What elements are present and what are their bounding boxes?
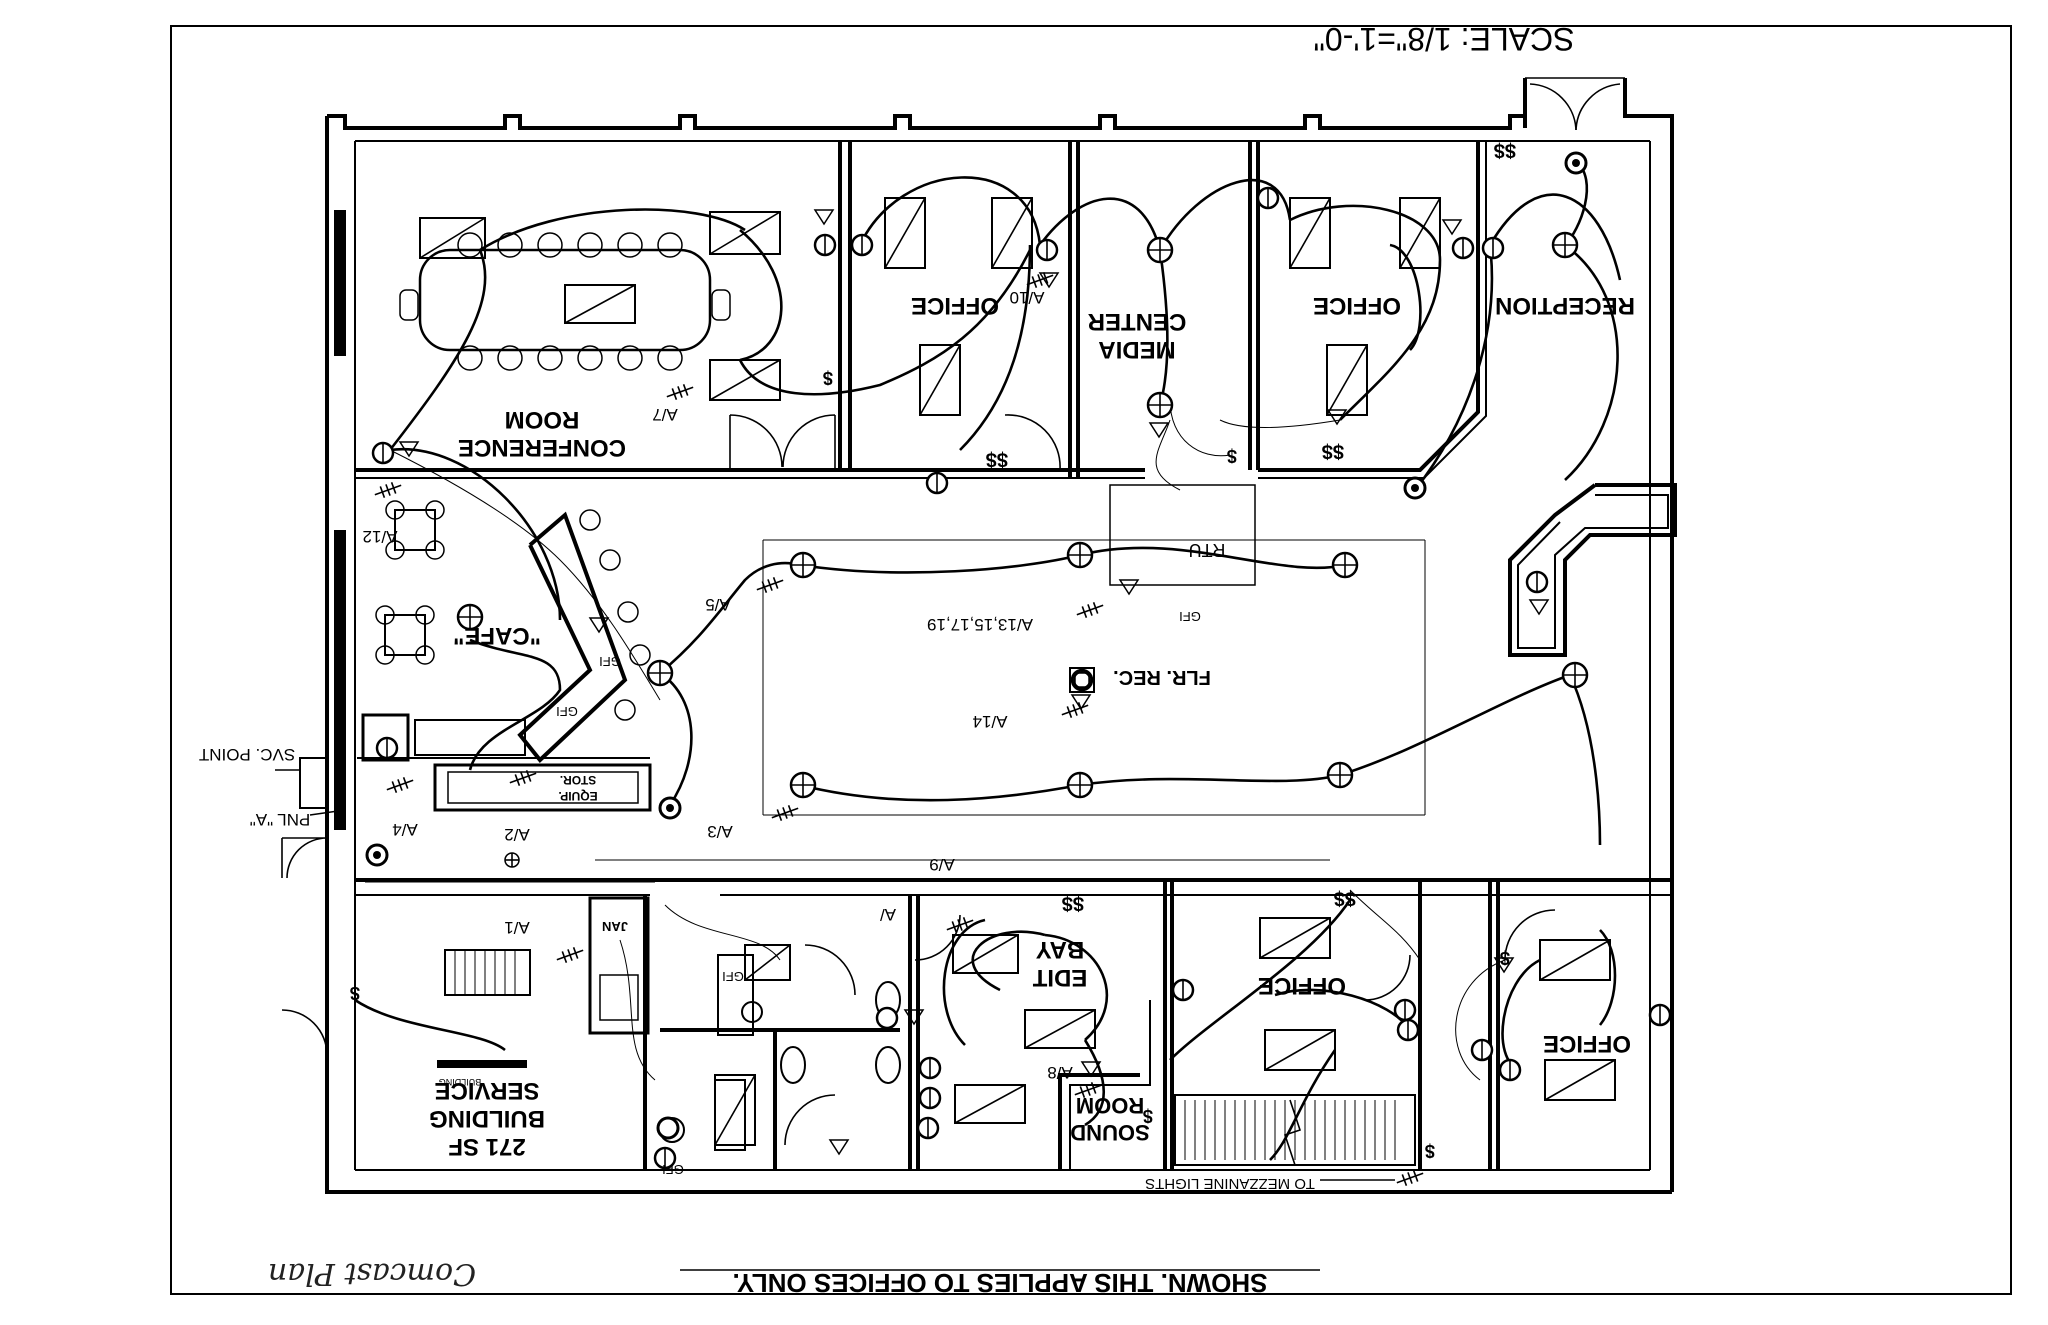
reception-label: RECEPTION — [1495, 292, 1635, 319]
switch-sound: $ — [1143, 1106, 1153, 1126]
room-labels: CONFERENCE ROOM OFFICE MEDIA CENTER OFFI… — [429, 292, 1635, 1160]
fixture-14 — [504, 852, 520, 868]
rtu-label: RTU — [1189, 540, 1226, 560]
svc-point-label: SVC. POINT — [199, 745, 295, 764]
floor-receptacle — [1069, 667, 1095, 693]
callout-a12: A/12 — [363, 527, 398, 546]
service-small-label: BUILDING — [439, 1077, 482, 1087]
callout-a5: A/5 — [705, 595, 731, 614]
edit-bay-label-1: EDIT — [1032, 964, 1087, 991]
office-a-label: OFFICE — [911, 292, 999, 319]
switch-office-b: $$ — [1322, 440, 1344, 462]
equip-label-2: STOR. — [560, 773, 596, 787]
fixture-8 — [1146, 391, 1174, 419]
switch-service: $ — [350, 983, 360, 1003]
furniture — [357, 232, 1256, 812]
sound-room-label-2: ROOM — [1076, 1093, 1144, 1118]
callout-a3: A/3 — [707, 822, 733, 841]
callout-a8: A/8 — [1047, 1063, 1073, 1082]
gfi-label-restroom: GFI — [722, 969, 744, 984]
switch-mezzanine: $ — [1425, 1141, 1435, 1161]
equip-label-1: EQUIP. — [558, 789, 597, 803]
building-outline — [281, 77, 1674, 1194]
light-fixtures — [365, 151, 1672, 1170]
gfi-label-rtu: GFI — [1179, 609, 1201, 624]
callout-a10: A/10 — [1010, 288, 1045, 307]
scale-note: SCALE: 1/8"=1'-0" — [1314, 21, 1575, 57]
gfi-label-cafe: GFI — [599, 654, 621, 669]
handwritten-text: Comcast Plan — [268, 1256, 476, 1291]
office-c-label: OFFICE — [1258, 972, 1346, 999]
conference-room-label-1: CONFERENCE — [458, 434, 626, 461]
callout-a2: A/2 — [504, 825, 530, 844]
switch-edit-bay: $$ — [1062, 892, 1084, 914]
fixture-11 — [1551, 231, 1579, 259]
fixture-6 — [1326, 761, 1354, 789]
switch-conference: $ — [823, 368, 833, 388]
sheet-border — [170, 25, 2012, 1295]
mezzanine-stair — [1174, 1094, 1416, 1166]
bottom-note: SHOWN. THIS APPLIES TO OFFICES ONLY. — [733, 1268, 1268, 1298]
fixture-9 — [646, 659, 674, 687]
callout-a13: A/13,15,17,19 — [927, 615, 1033, 634]
circuit-callouts: A/7 A/10 A/12 A/5 A/13,15,17,19 A/14 A/3… — [199, 288, 1395, 1192]
service-label-2: BUILDING — [429, 1105, 545, 1132]
callout-a7: A/7 — [652, 405, 678, 424]
office-d-label: OFFICE — [1543, 1030, 1631, 1057]
service-label-3: SERVICE — [435, 1077, 540, 1104]
fixture-4 — [789, 771, 817, 799]
fixture-3 — [1331, 551, 1359, 579]
switch-reception: $$ — [1494, 139, 1516, 161]
fixture-7 — [1146, 236, 1174, 264]
fixture-5 — [1066, 771, 1094, 799]
media-center-label-2: CENTER — [1088, 308, 1187, 335]
mezzanine-lights-label: TO MEZZANINE LIGHTS — [1145, 1175, 1315, 1192]
scale-text: SCALE: 1/8"=1'-0" — [1314, 21, 1575, 57]
office-b-label: OFFICE — [1313, 292, 1401, 319]
gfi-label-counter: GFI — [556, 704, 578, 719]
callout-a14: A/14 — [973, 712, 1008, 731]
fixture-10 — [456, 603, 484, 631]
floor-receptacle-label: FLR. REC. — [1113, 666, 1211, 688]
handwritten-note: Comcast Plan — [268, 1256, 476, 1291]
conference-room-label-2: ROOM — [505, 406, 580, 433]
switch-office-a: $$ — [986, 448, 1008, 470]
media-center-label-1: MEDIA — [1098, 336, 1175, 363]
fixture-2 — [1066, 541, 1094, 569]
janitor-label: JAN — [602, 919, 628, 934]
switches: $$ $$ $$ $$ $$ $ $ $ $ $ $ — [350, 139, 1516, 1161]
service-label-1: 271 SF — [448, 1133, 525, 1160]
callout-a9: A/9 — [929, 855, 955, 874]
callout-a1: A/1 — [504, 918, 530, 937]
cafe-label: "CAFE" — [453, 622, 541, 649]
fixture-1 — [789, 551, 817, 579]
panel-a-label: PNL "A" — [250, 810, 311, 829]
service-stair — [437, 949, 531, 1068]
data-outlets — [398, 209, 1550, 1156]
switch-office-c: $$ — [1334, 887, 1356, 909]
gfi-label-service: GFI — [662, 1162, 684, 1177]
fixture-12 — [1561, 661, 1589, 689]
callout-a4: A/4 — [392, 820, 418, 839]
callout-a-short: A/ — [880, 905, 896, 924]
homerun-ticks — [374, 272, 1424, 1186]
sound-room-label-1: SOUND — [1070, 1120, 1149, 1145]
rtu-unit — [1109, 484, 1256, 586]
switch-media: $ — [1227, 446, 1237, 466]
note-text: SHOWN. THIS APPLIES TO OFFICES ONLY. — [733, 1268, 1268, 1298]
edit-bay-label-2: BAY — [1036, 936, 1084, 963]
